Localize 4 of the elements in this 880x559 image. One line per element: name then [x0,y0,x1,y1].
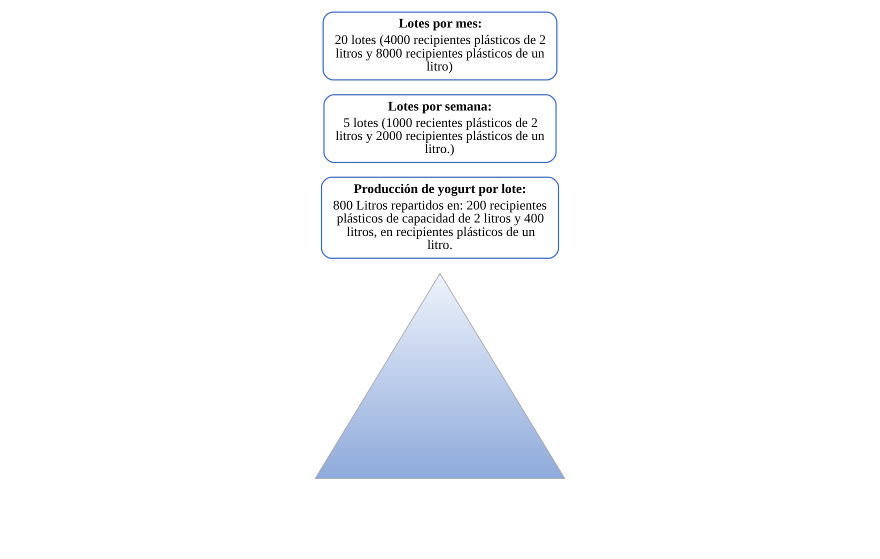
node-box: Lotes por semana: 5 lotes (1000 recientes plásticos de 2 litros y 2000 recipientes plásticos de un litro.) [323,94,557,164]
node-box: Producción de yogurt por lote: 800 Litros repartidos en: 200 recipientes plásticos de capacidad de 2 litros y 400 litros, en recipientes plásticos de un litro. [320,176,560,259]
node-box: Lotes por mes: 20 lotes (4000 recipientes plásticos de 2 litros y 8000 recipientes plásticos de un litro) [322,12,558,80]
node-triangle [314,272,566,479]
